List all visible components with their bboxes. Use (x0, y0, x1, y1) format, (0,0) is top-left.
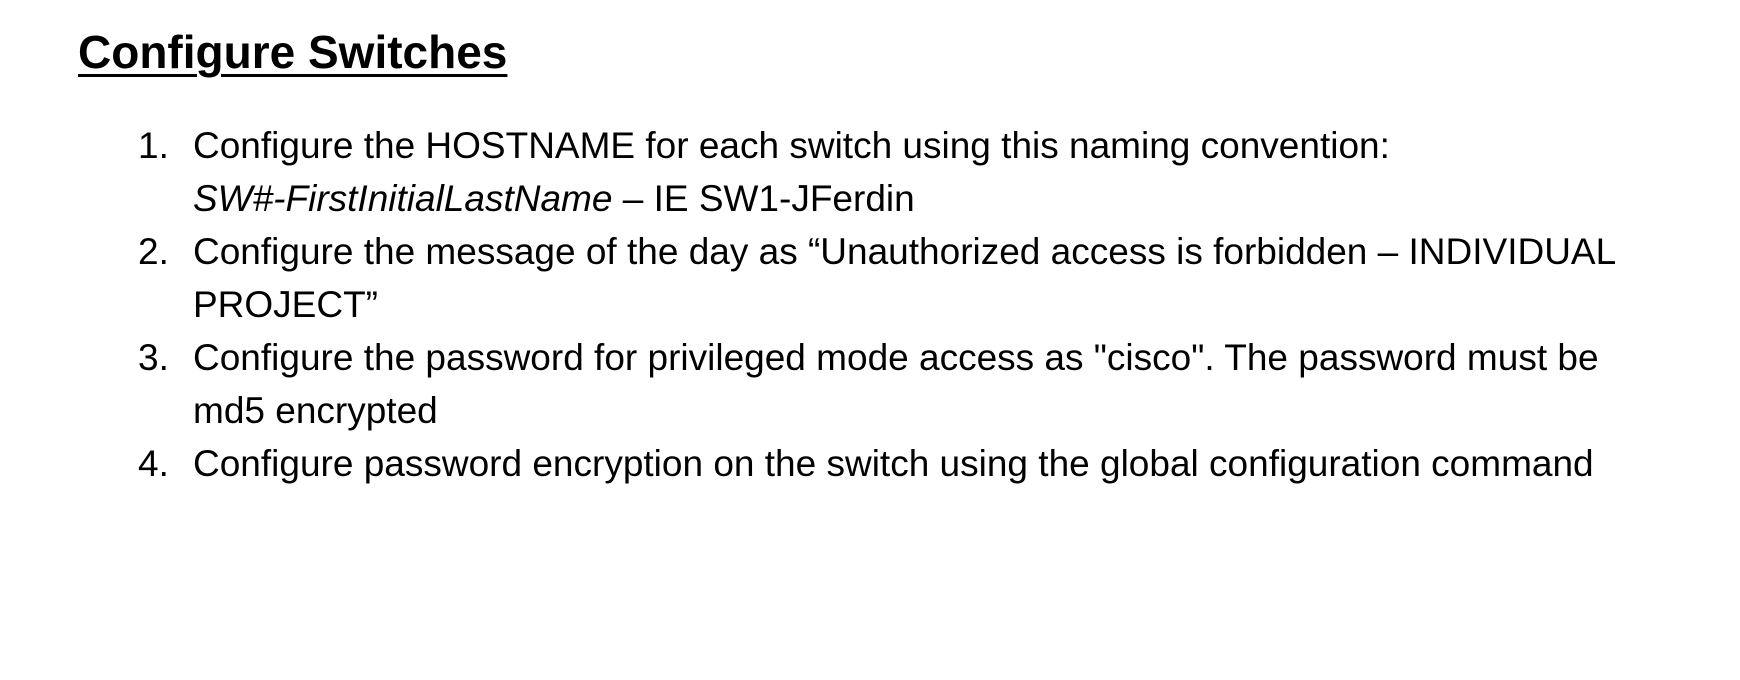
list-item-line: Configure the message of the day as “Una… (193, 231, 1617, 272)
list-item-line: md5 encrypted (193, 390, 438, 431)
naming-convention-italic: SW#-FirstInitialLastName (193, 178, 613, 219)
list-item-line: SW#-FirstInitialLastName – IE SW1-JFerdi… (193, 172, 1740, 225)
list-item-line: Configure password encryption on the swi… (193, 443, 1594, 484)
document-page: Configure Switches 1. Configure the HOST… (78, 24, 1740, 490)
list-item: 1. Configure the HOSTNAME for each switc… (138, 119, 1740, 225)
list-item: 2. Configure the message of the day as “… (138, 225, 1740, 331)
list-item-content: Configure the password for privileged mo… (193, 331, 1740, 437)
list-item-line: PROJECT” (193, 284, 378, 325)
list-item-line: Configure the HOSTNAME for each switch u… (193, 125, 1390, 166)
list-item-number: 2. (138, 231, 169, 272)
list-item-content: Configure password encryption on the swi… (193, 437, 1740, 490)
list-item-number: 1. (138, 125, 169, 166)
list-item-number: 4. (138, 443, 169, 484)
page-title: Configure Switches (78, 24, 1740, 81)
page-title-text: Configure Switches (78, 26, 508, 78)
instruction-list: 1. Configure the HOSTNAME for each switc… (138, 119, 1740, 490)
list-item-number: 3. (138, 337, 169, 378)
list-item: 4. Configure password encryption on the … (138, 437, 1740, 490)
list-item-content: Configure the HOSTNAME for each switch u… (193, 119, 1740, 225)
list-item: 3. Configure the password for privileged… (138, 331, 1740, 437)
naming-convention-example: – IE SW1-JFerdin (612, 178, 915, 219)
list-item-line: Configure the password for privileged mo… (193, 337, 1599, 378)
list-item-content: Configure the message of the day as “Una… (193, 225, 1740, 331)
